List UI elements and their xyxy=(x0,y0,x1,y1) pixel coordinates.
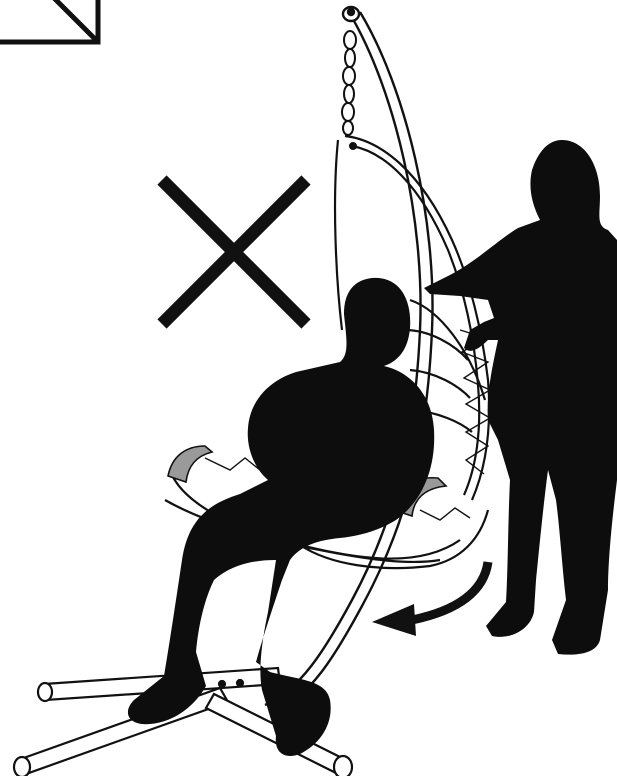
hanging-chain xyxy=(342,31,356,149)
left-armrest-pad xyxy=(168,446,212,482)
standing-person-silhouette xyxy=(424,140,617,655)
corner-frame xyxy=(0,0,98,42)
curved-arrow-icon xyxy=(372,562,488,636)
seated-person-silhouette xyxy=(128,278,434,756)
x-mark-icon xyxy=(162,180,306,324)
